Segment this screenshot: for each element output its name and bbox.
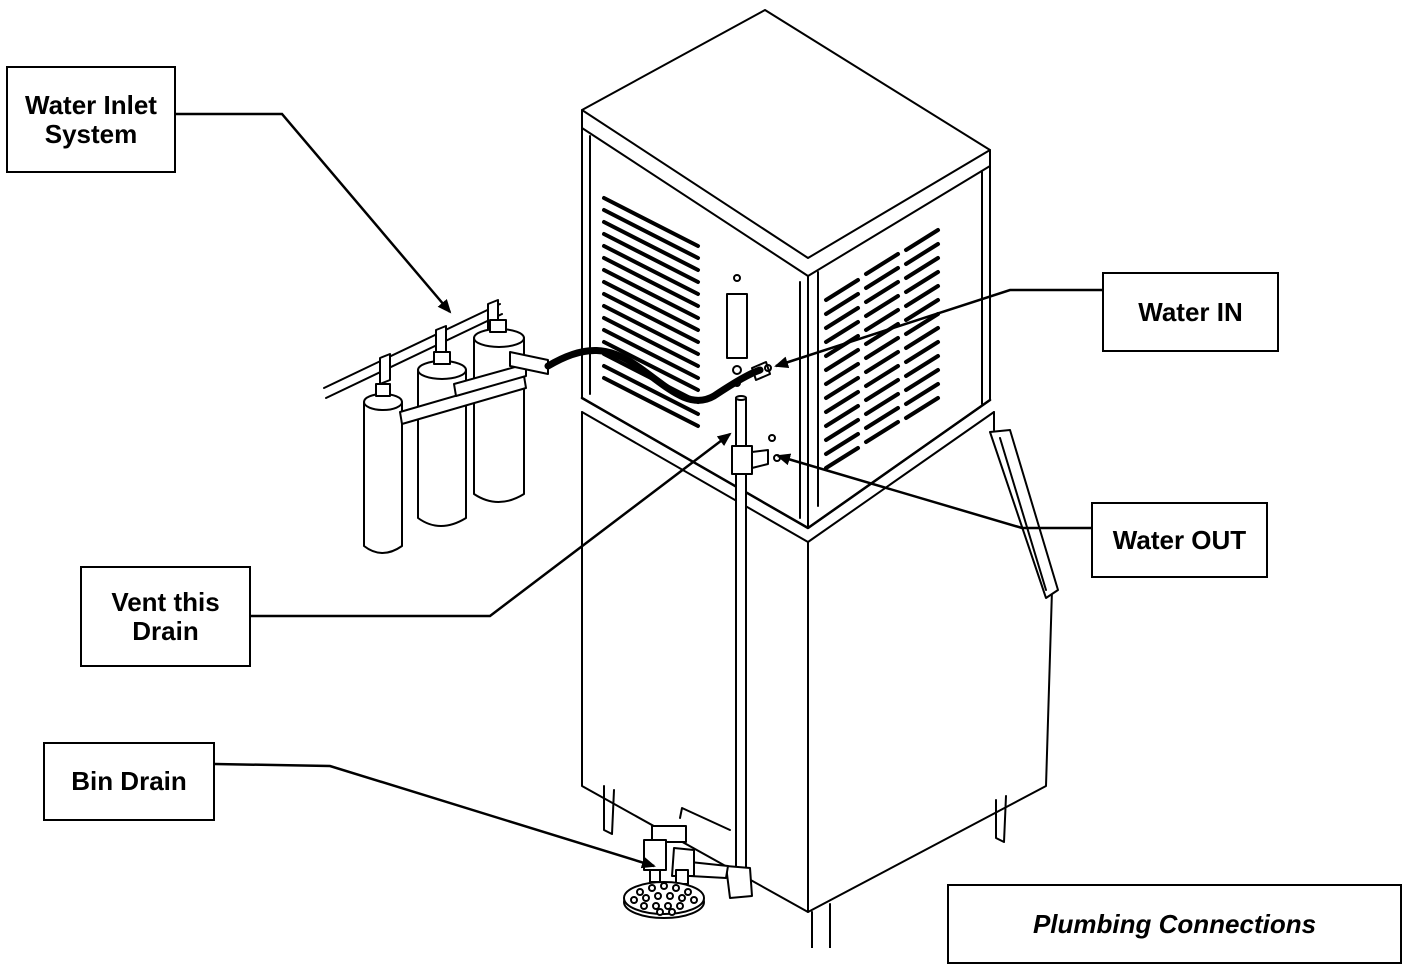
label-water-out: Water OUT	[1091, 502, 1268, 578]
ice-machine-head	[580, 9, 995, 543]
leader-water-inlet	[176, 112, 452, 314]
head-right-louvers	[824, 228, 940, 470]
figure-caption: Plumbing Connections	[947, 884, 1402, 964]
leader-vent	[251, 432, 732, 618]
figure-caption-text: Plumbing Connections	[1032, 909, 1317, 939]
water-supply-tube	[544, 347, 764, 404]
label-water-inlet-system: Water Inlet System	[6, 66, 176, 173]
leader-bin-drain	[214, 762, 656, 869]
label-water-in: Water IN	[1102, 272, 1279, 352]
label-water-out-text: Water OUT	[1112, 524, 1247, 555]
leader-water-out	[776, 453, 1091, 530]
label-vent-this-drain-text: Vent this Drain	[111, 587, 220, 646]
rear-service-panel	[726, 274, 772, 387]
label-bin-drain-text: Bin Drain	[71, 766, 187, 797]
ice-storage-bin	[581, 411, 1059, 948]
label-vent-this-drain: Vent this Drain	[80, 566, 251, 667]
vent-drain-pipe	[671, 395, 781, 899]
head-left-louvers	[602, 196, 700, 428]
label-water-inlet-system-text: Water Inlet System	[25, 90, 157, 149]
leader-water-in	[774, 288, 1102, 368]
label-water-in-text: Water IN	[1138, 296, 1243, 327]
floor-drain-grate	[623, 881, 705, 919]
label-bin-drain: Bin Drain	[43, 742, 215, 821]
bin-drain-fittings	[643, 825, 689, 885]
water-filter-cartridges	[323, 299, 549, 554]
